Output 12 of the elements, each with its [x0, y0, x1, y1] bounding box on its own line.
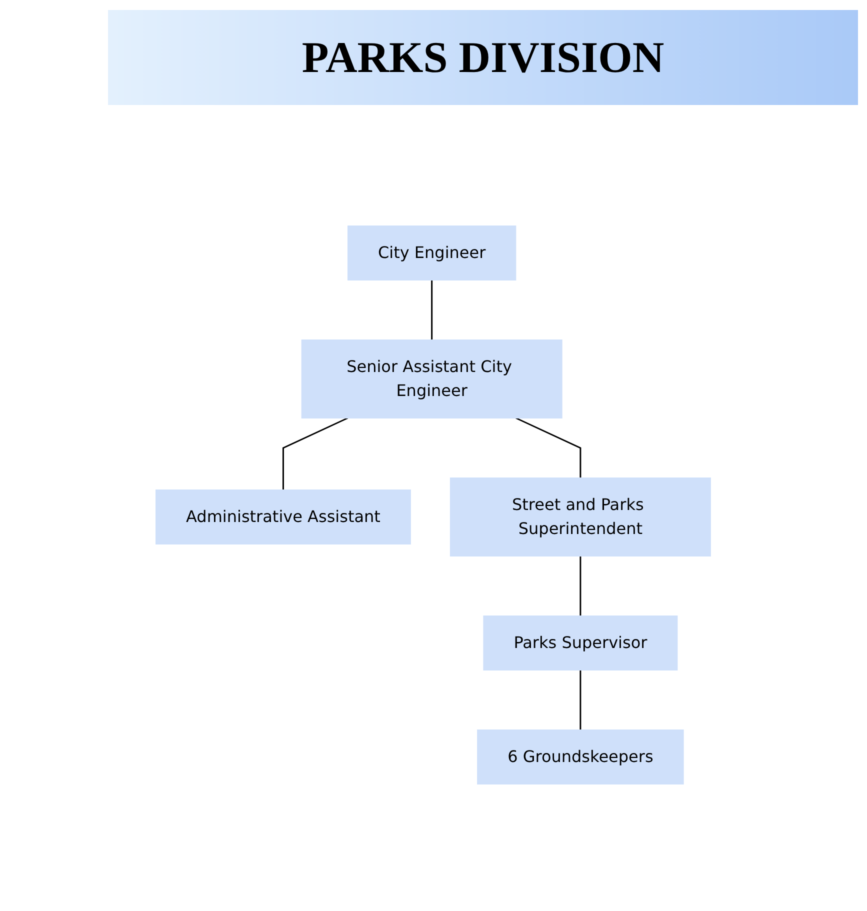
title-banner: PARKS DIVISION [108, 10, 858, 105]
connector [431, 280, 433, 340]
connector [282, 417, 348, 490]
node-box: Administrative Assistant [156, 490, 412, 544]
node-box: Parks Supervisor [483, 616, 678, 670]
connector [580, 670, 582, 730]
node-box: Senior Assistant City Engineer [302, 340, 563, 418]
node-box: Street and Parks Superintendent [450, 478, 712, 556]
node-box: City Engineer [348, 226, 516, 280]
connector [580, 556, 582, 616]
node-box: 6 Groundskeepers [477, 730, 684, 784]
connector [516, 417, 582, 478]
